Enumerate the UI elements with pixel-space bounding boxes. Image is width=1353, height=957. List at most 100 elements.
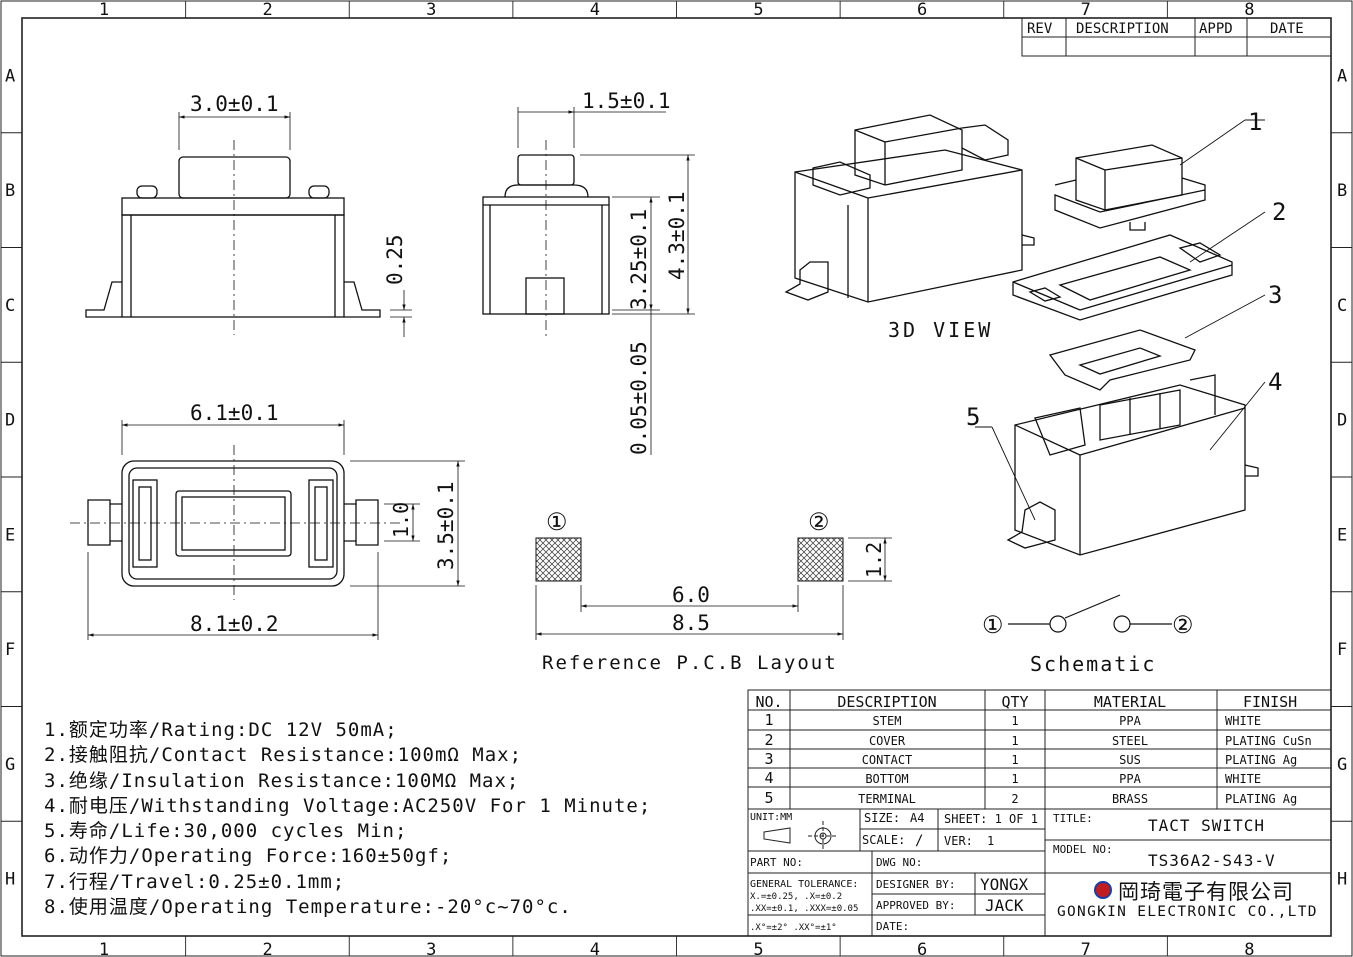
dim-standoff: 0.05±0.05: [627, 341, 651, 455]
schematic-pin-2: ②: [1172, 611, 1194, 639]
note-contact-resistance: 2.接触阻抗/Contact Resistance:100mΩ Max;: [44, 744, 523, 767]
dim-inner-span: 6.0: [672, 583, 710, 607]
frame-row-label: D: [1337, 411, 1347, 431]
frame-row-label: E: [1337, 525, 1347, 545]
bom-cell: WHITE: [1225, 772, 1261, 786]
revision-block: [1021, 17, 1332, 57]
part-bottom: [1014, 384, 1246, 556]
company-logo-icon: [1094, 881, 1112, 899]
frame-row-label: C: [1337, 296, 1347, 316]
note-travel: 7.行程/Travel:0.25±0.1mm;: [44, 870, 346, 893]
part-stem: [1075, 144, 1183, 211]
schematic-caption: Schematic: [1030, 652, 1156, 676]
dim-total-length: 8.1±0.2: [190, 612, 279, 636]
frame-row-label: F: [1337, 640, 1347, 660]
ver-value: 1: [987, 834, 994, 848]
front-view: [85, 112, 412, 337]
bom-cell: TERMINAL: [858, 792, 916, 806]
bom-cell: STEM: [873, 714, 902, 728]
exploded-view: [975, 119, 1266, 556]
frame-col-label: 1: [99, 0, 109, 20]
frame-col-label: 6: [917, 0, 927, 20]
title-value: TACT SWITCH: [1148, 816, 1265, 835]
bom-cell: PLATING CuSn: [1225, 734, 1312, 748]
title-label: TITLE:: [1053, 812, 1093, 825]
size-value: A4: [910, 811, 924, 825]
note-insulation: 3.绝缘/Insulation Resistance:100MΩ Max;: [44, 769, 520, 792]
callout-3: 3: [1268, 281, 1282, 309]
bom-cell: WHITE: [1225, 714, 1261, 728]
pcb-caption: Reference P.C.B Layout: [542, 652, 838, 674]
frame-row-label: F: [5, 640, 15, 660]
frame-row-label: H: [5, 870, 15, 890]
note-force: 6.动作力/Operating Force:160±50gf;: [44, 845, 453, 868]
bom-cell: 4: [764, 769, 773, 787]
part-terminal: [1006, 501, 1056, 549]
bom-cell: PPA: [1119, 714, 1141, 728]
bom-cell: STEEL: [1112, 734, 1148, 748]
scale-value: /: [915, 833, 923, 849]
dim-stem-width-top: 1.0: [389, 502, 413, 538]
frame-col-label: 7: [1081, 0, 1091, 20]
part-cover: [1012, 234, 1233, 321]
dim-travel: 0.25: [383, 234, 407, 285]
frame-col-label: 3: [426, 0, 436, 20]
pcb-pad-1-label: ①: [546, 508, 568, 536]
schematic-pin-1: ①: [982, 611, 1004, 639]
bom-cell: CONTACT: [862, 753, 913, 767]
bom-cell: 2: [764, 731, 773, 749]
frame-row-label: H: [1337, 870, 1347, 890]
bom-cell: 1: [1011, 753, 1018, 767]
frame-row-label: E: [5, 525, 15, 545]
tolerance-line-1: X.=±0.25, .X=±0.2: [750, 892, 842, 902]
pcb-pad-1: [535, 537, 582, 582]
pcb-pad-2: [797, 537, 844, 582]
view-3d-caption: 3D VIEW: [888, 318, 993, 342]
frame-col-label: 8: [1244, 940, 1254, 957]
dim-stem-width: 3.0±0.1: [190, 92, 279, 116]
bom-cell: BOTTOM: [865, 772, 908, 786]
scale-label: SCALE:: [862, 833, 905, 847]
callout-4: 4: [1268, 368, 1282, 396]
tolerance-line-2: .XX=±0.1, .XXX=±0.05: [750, 904, 858, 914]
company-name-cn: 岡琦電子有限公司: [1118, 880, 1294, 904]
frame-row-label: G: [5, 755, 15, 775]
bom-header-cell: MATERIAL: [1094, 693, 1166, 711]
frame-col-label: 7: [1081, 940, 1091, 957]
frame-row-label: B: [5, 181, 15, 201]
bom-cell: PLATING Ag: [1225, 753, 1297, 767]
frame-row-label: C: [5, 296, 15, 316]
title-block-grid: [747, 808, 1332, 937]
frame-col-label: 5: [753, 940, 763, 957]
frame-col-label: 2: [262, 940, 272, 957]
ver-label: VER:: [944, 834, 973, 848]
bom-cell: PPA: [1119, 772, 1141, 786]
bom-cell: PLATING Ag: [1225, 792, 1297, 806]
bom-cell: 5: [764, 789, 773, 807]
schematic: [1008, 594, 1172, 633]
frame-row-label: G: [1337, 755, 1347, 775]
frame-col-label: 2: [262, 0, 272, 20]
bom-cell: COVER: [869, 734, 906, 748]
bom-header-cell: NO.: [755, 693, 782, 711]
unit-label: UNIT:MM: [750, 812, 792, 823]
note-voltage: 4.耐电压/Withstanding Voltage:AC250V For 1 …: [44, 794, 652, 817]
tolerance-line-3: .X°=±2° .XX°=±1°: [750, 923, 837, 933]
size-label: SIZE:: [864, 811, 900, 825]
company-name-en: GONGKIN ELECTRONIC CO.,LTD: [1057, 904, 1318, 920]
callout-2: 2: [1272, 198, 1286, 226]
top-view: [70, 420, 465, 640]
bom-header-cell: FINISH: [1243, 693, 1297, 711]
tolerance-title: GENERAL TOLERANCE:: [750, 879, 858, 890]
designer-value: YONGX: [980, 875, 1029, 894]
sheet-label: SHEET: 1 OF 1: [944, 812, 1038, 826]
frame-row-label: A: [5, 66, 15, 86]
dim-outer-span: 8.5: [672, 611, 710, 635]
bom-cell: BRASS: [1112, 792, 1148, 806]
note-rating: 1.额定功率/Rating:DC 12V 50mA;: [44, 719, 398, 741]
frame-col-label: 5: [753, 0, 763, 20]
part-contact: [1048, 329, 1196, 391]
part-no-label: PART NO:: [750, 856, 803, 869]
